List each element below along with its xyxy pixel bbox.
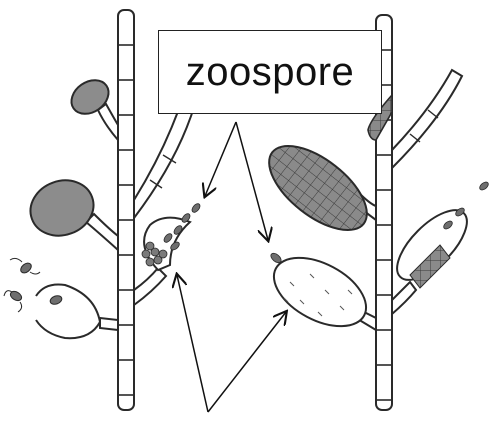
zoospore-label: zoospore (186, 50, 355, 95)
arrow-bottom-left (177, 275, 208, 412)
arrow-zoospore-right (236, 122, 268, 240)
sporangium-right-releasing (386, 180, 490, 290)
sporangium-large (23, 172, 102, 245)
sporangium-grid-large (255, 130, 381, 246)
zoospore-label-box: zoospore (158, 30, 382, 114)
arrow-zoospore-left (205, 122, 236, 196)
arrow-bottom-right (208, 312, 286, 412)
sporangium-releasing (142, 202, 202, 270)
sporangium-empty-right (263, 244, 378, 340)
sporangium-empty (36, 284, 100, 338)
